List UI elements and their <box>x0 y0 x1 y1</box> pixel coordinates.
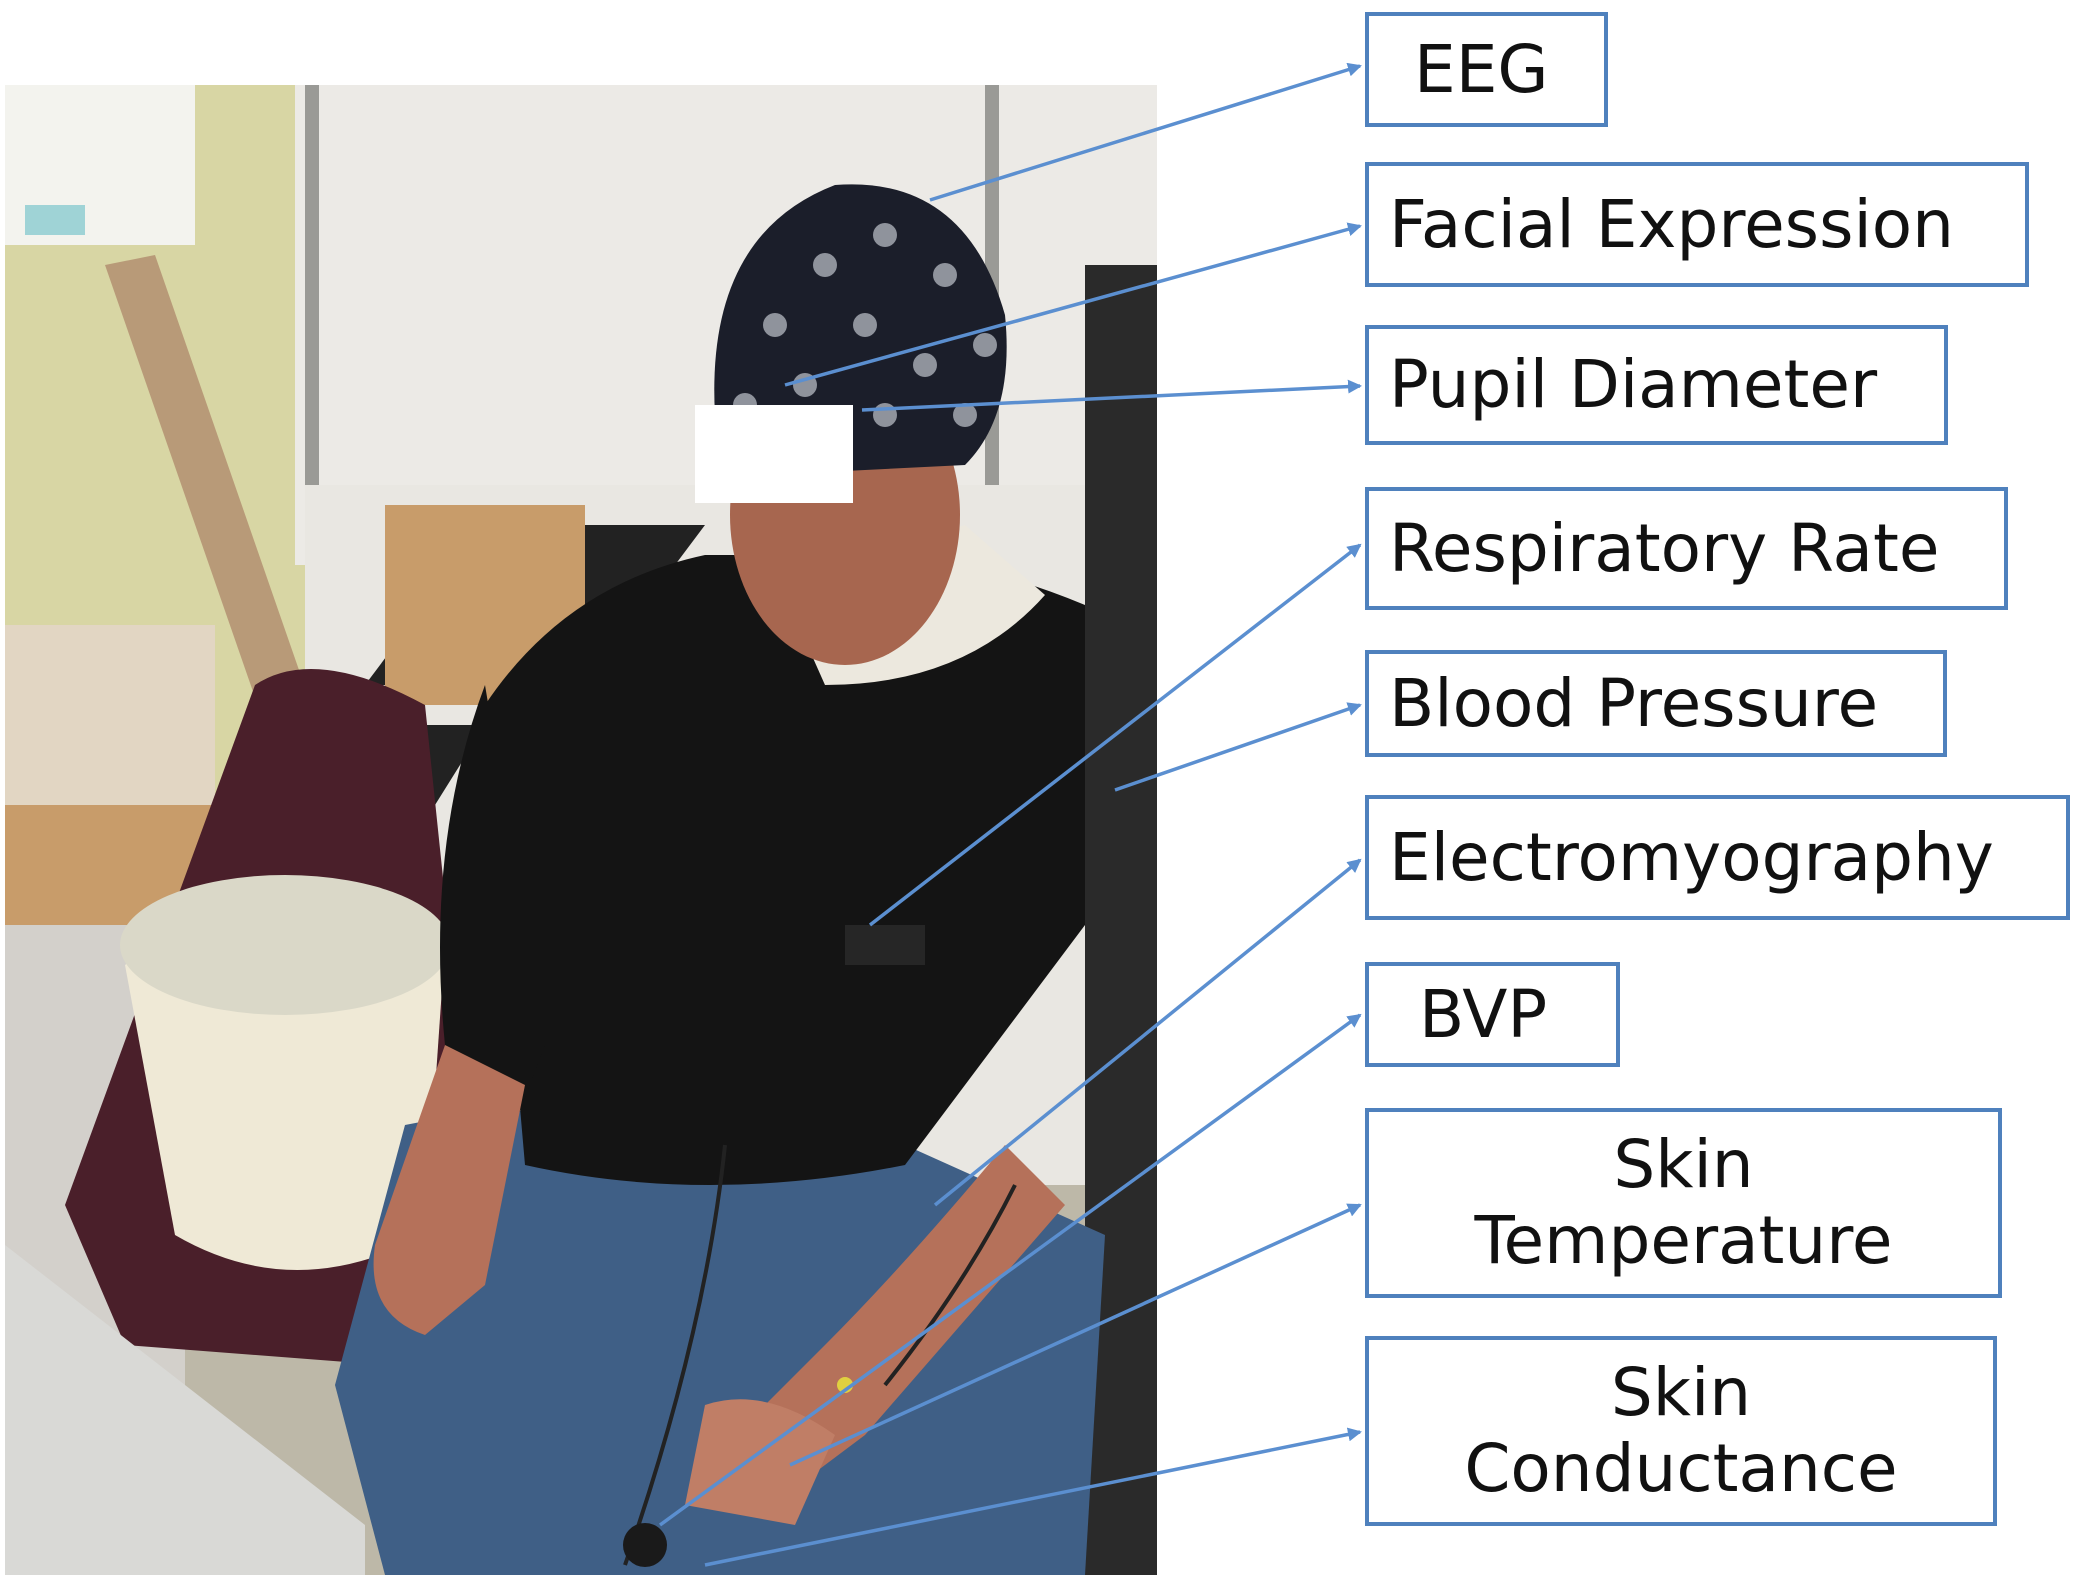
label-pupil-diameter-text: Pupil Diameter <box>1389 346 1878 424</box>
label-pupil-diameter: Pupil Diameter <box>1365 325 1948 445</box>
label-bvp: BVP <box>1365 962 1620 1067</box>
label-blood-pressure-text: Blood Pressure <box>1389 664 1879 742</box>
label-eeg: EEG <box>1365 12 1608 127</box>
label-skin-conductance-text: Skin Conductance <box>1464 1354 1898 1507</box>
poster-sticker <box>25 205 85 235</box>
finger-sensor <box>623 1523 667 1567</box>
face-mask <box>695 405 853 503</box>
label-respiratory-rate: Respiratory Rate <box>1365 487 2008 610</box>
label-skin-temperature: Skin Temperature <box>1365 1108 2002 1298</box>
label-respiratory-rate-text: Respiratory Rate <box>1389 509 1940 587</box>
label-skin-conductance: Skin Conductance <box>1365 1336 1997 1526</box>
label-skin-temperature-text: Skin Temperature <box>1474 1126 1893 1279</box>
emg-electrode <box>837 1377 853 1393</box>
label-electromyography-text: Electromyography <box>1389 818 1994 896</box>
label-facial-expression: Facial Expression <box>1365 162 2029 287</box>
respiration-belt-sensor <box>845 925 925 965</box>
label-blood-pressure: Blood Pressure <box>1365 650 1947 757</box>
label-bvp-text: BVP <box>1419 975 1548 1053</box>
desk-corner <box>5 1245 365 1575</box>
cardboard-tube <box>105 255 325 755</box>
label-electromyography: Electromyography <box>1365 795 2070 920</box>
left-arm <box>373 1045 525 1335</box>
bucket-water <box>120 875 450 1015</box>
participant-photo <box>5 85 1157 1575</box>
label-facial-expression-text: Facial Expression <box>1389 185 1954 263</box>
label-eeg-text: EEG <box>1414 30 1549 108</box>
